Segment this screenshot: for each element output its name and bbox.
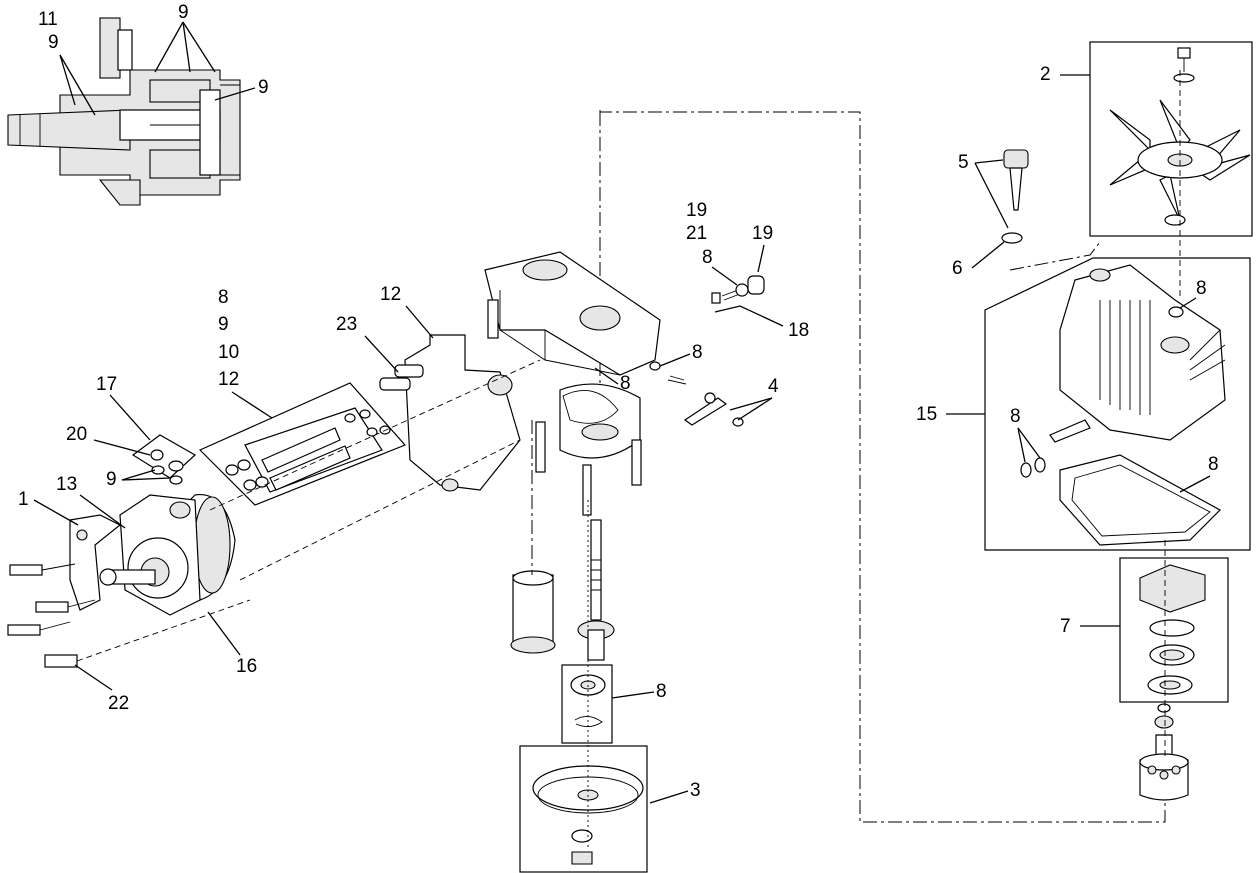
center-housing-icon [484, 251, 661, 661]
cylinder-block-icon [1139, 703, 1189, 801]
callout-8-housing-a: 8 [692, 342, 703, 363]
callout-13: 13 [56, 474, 77, 495]
end-cap-bracket-icon [379, 334, 521, 492]
callout-12-stack: 12 [218, 369, 239, 390]
callout-19-b: 19 [752, 223, 773, 244]
callout-20: 20 [66, 424, 87, 445]
callout-16: 16 [236, 656, 257, 677]
fan-kit-box [1089, 41, 1253, 237]
dipstick-icon [1001, 149, 1029, 244]
bearing-kit-box [561, 664, 613, 744]
pulley-box [519, 745, 648, 873]
piston-icon [225, 409, 391, 491]
callout-8-cover-top: 8 [1196, 278, 1207, 299]
valve-parts-icon [711, 275, 765, 304]
callout-9-section-left: 9 [48, 32, 59, 53]
callout-9-cap: 9 [106, 469, 117, 490]
callout-18: 18 [788, 320, 809, 341]
callout-8-cover-left: 8 [1010, 406, 1021, 427]
callout-9-section-right: 9 [258, 77, 269, 98]
callout-3: 3 [690, 780, 701, 801]
cover-kit-box [984, 257, 1251, 551]
bolts-icon [7, 563, 251, 668]
callout-5: 5 [958, 152, 969, 173]
callout-12-bracket: 12 [380, 284, 401, 305]
pump-icon [99, 493, 236, 616]
callout-11: 11 [38, 9, 58, 30]
callout-23: 23 [336, 314, 357, 335]
callout-22: 22 [108, 693, 129, 714]
callout-8-bearing: 8 [656, 681, 667, 702]
thrust-kit-box [1119, 557, 1229, 703]
callout-9-section-top: 9 [178, 2, 189, 23]
callout-10-stack: 10 [218, 342, 239, 363]
cap-icon [150, 449, 184, 485]
callout-15: 15 [916, 404, 937, 425]
callout-21: 21 [686, 223, 707, 244]
seal-kit-box [198, 382, 407, 506]
callout-2: 2 [1040, 64, 1051, 85]
piston-kit-box [244, 407, 383, 493]
mounting-bracket-icon [69, 514, 122, 611]
callout-8-stack: 8 [218, 287, 229, 308]
callout-17: 17 [96, 374, 117, 395]
thrust-bearing-icon [1139, 564, 1206, 695]
callout-8-housing-b: 8 [620, 373, 631, 394]
callout-9-stack: 9 [218, 314, 229, 335]
callout-1: 1 [18, 489, 29, 510]
cross-section-icon [7, 17, 241, 206]
callout-8-valve: 8 [702, 247, 713, 268]
callout-4: 4 [768, 376, 779, 397]
lever-icon [649, 361, 744, 427]
cover-icon [1020, 264, 1226, 546]
callout-19-a: 19 [686, 200, 707, 221]
pulley-icon [532, 765, 644, 865]
callout-6: 6 [952, 258, 963, 279]
callout-8-gasket: 8 [1208, 454, 1219, 475]
callout-7: 7 [1060, 616, 1071, 637]
